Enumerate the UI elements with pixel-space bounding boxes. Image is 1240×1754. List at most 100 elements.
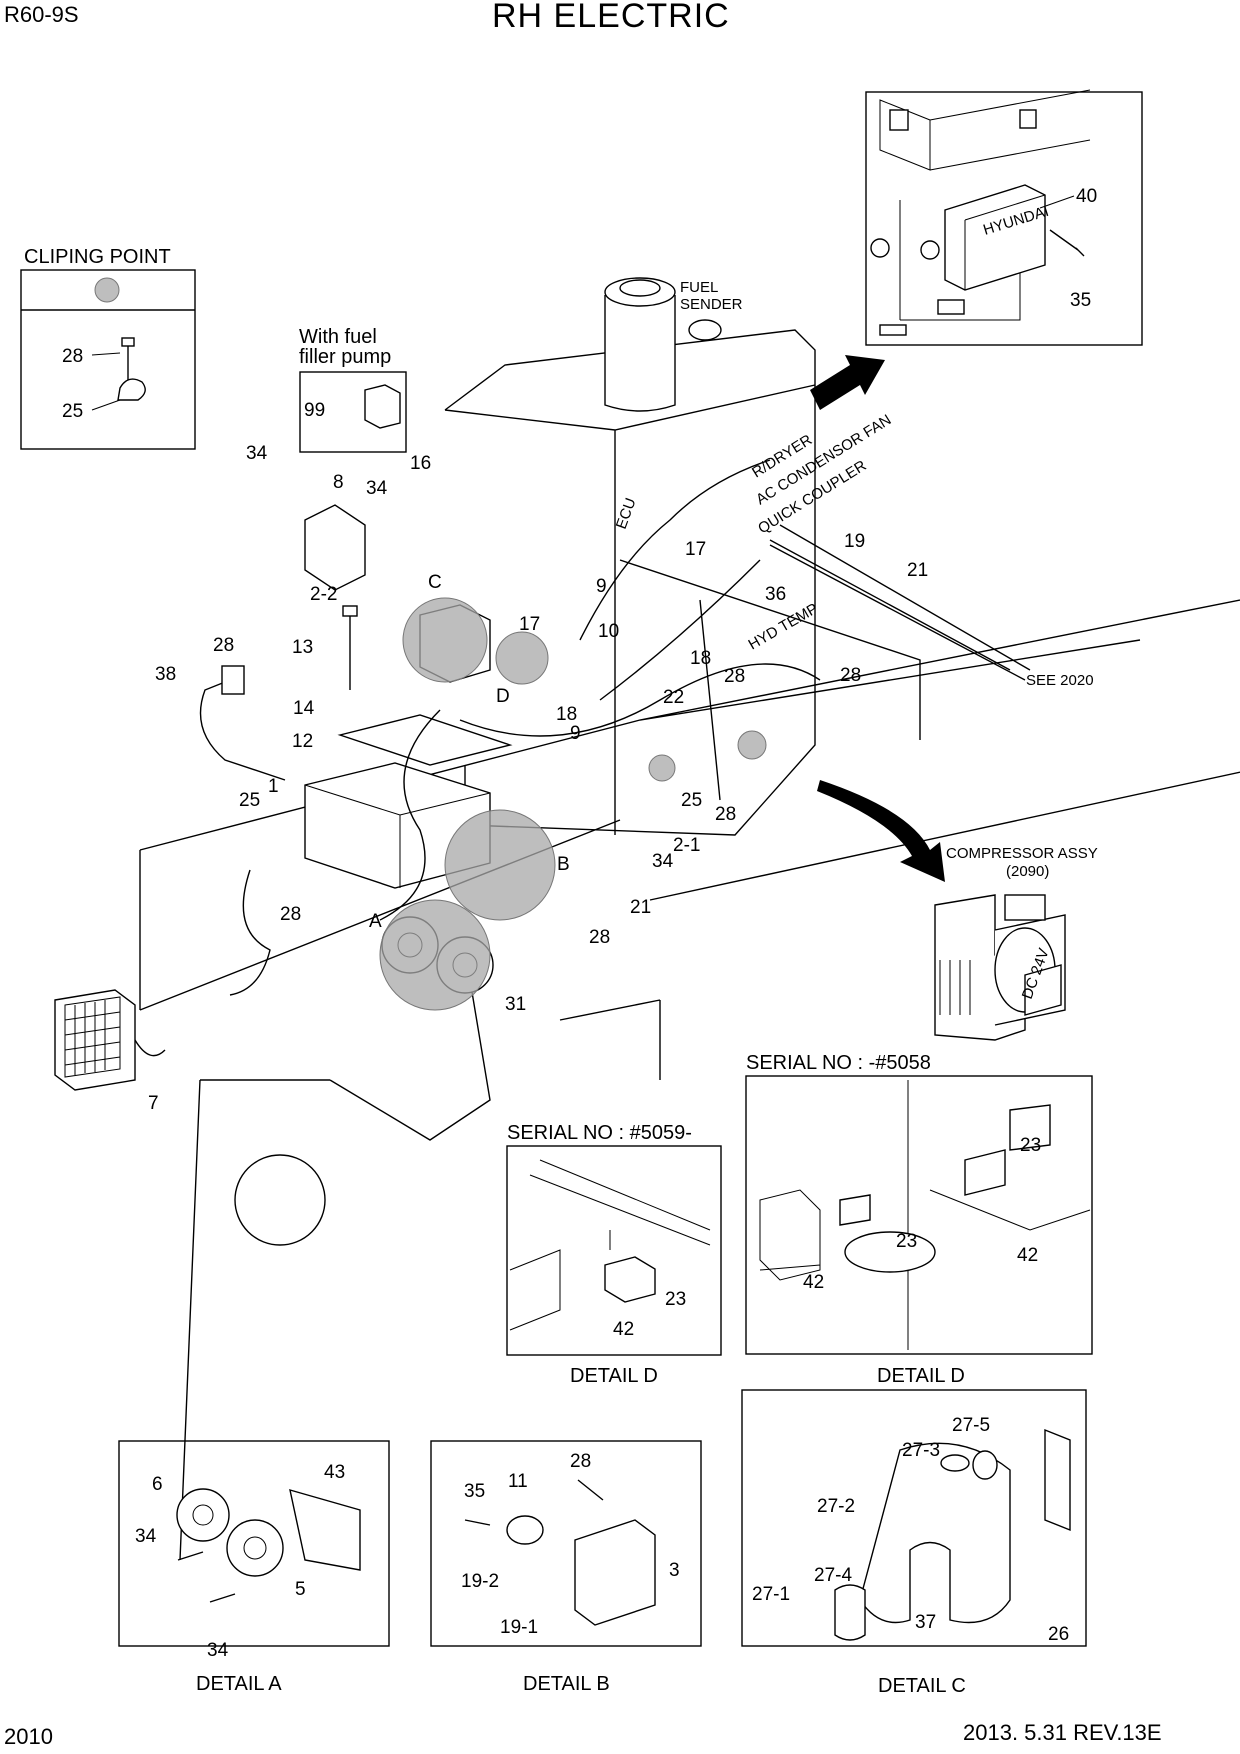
harness-38 [199, 679, 286, 781]
wire-harness [229, 459, 1011, 996]
legend-callout-25: 25 [62, 401, 83, 422]
clip-marker-a [379, 899, 491, 1011]
callout: 28 [280, 904, 301, 925]
callout: 99 [304, 400, 325, 421]
ecu-inset: HYUNDAI 40 35 [865, 89, 1143, 346]
callout: 3 [669, 1560, 680, 1581]
callout: 36 [765, 584, 786, 605]
callout: 12 [292, 731, 313, 752]
callout: 42 [803, 1272, 824, 1293]
callout: 38 [155, 664, 176, 685]
clip-point-icon [94, 277, 120, 303]
clip-marker-2 [737, 730, 767, 760]
marker-d: D [496, 686, 510, 707]
detail-d-serial-5059: SERIAL NO : #5059- 23 42 DETAIL D [506, 1122, 722, 1387]
callout: 17 [519, 614, 540, 635]
callout: 34 [366, 478, 388, 499]
model-label: R60-9S [4, 2, 79, 27]
hyd-temp-label: HYD TEMP [746, 600, 821, 653]
filler-pump-label-1: With fuel [299, 326, 377, 348]
callout: 28 [840, 665, 861, 686]
callout: 6 [152, 1474, 163, 1495]
callout: 7 [148, 1093, 159, 1114]
detail-d-caption-1: DETAIL D [877, 1365, 965, 1387]
filler-pump [364, 384, 401, 429]
inset-callout-35: 35 [1070, 290, 1091, 311]
callout: 28 [724, 666, 745, 687]
callout: 28 [213, 635, 234, 656]
filler-pump-label-2: filler pump [299, 346, 391, 368]
callout: 18 [556, 704, 577, 725]
fuel-sender-unit [688, 319, 722, 341]
marker-c: C [428, 572, 442, 593]
callout: 11 [508, 1471, 528, 1492]
callout: 13 [292, 637, 313, 658]
bracket-8 [304, 504, 366, 591]
upper-frame [139, 599, 1240, 1011]
callout: 18 [690, 648, 711, 669]
callout: 23 [1020, 1135, 1041, 1156]
callout: 21 [907, 560, 928, 581]
callout: 23 [896, 1231, 917, 1252]
callout: 5 [295, 1579, 306, 1600]
callout: 16 [410, 453, 431, 474]
callout: 28 [570, 1451, 591, 1472]
ecu-module: HYUNDAI [944, 184, 1051, 291]
see-2020-label: SEE 2020 [1026, 672, 1094, 689]
callout: 34 [652, 851, 674, 872]
detail-b-caption: DETAIL B [523, 1673, 610, 1695]
arrow-to-compressor [817, 780, 945, 882]
clipping-point-legend: CLIPING POINT 28 25 [20, 246, 196, 450]
callout: 28 [589, 927, 610, 948]
callout: 23 [665, 1289, 686, 1310]
callout: 22 [663, 687, 684, 708]
detail-c-caption: DETAIL C [878, 1675, 966, 1697]
callout: 34 [135, 1526, 157, 1547]
callout: 31 [505, 994, 526, 1015]
inset-callout-40: 40 [1076, 186, 1097, 207]
page-number: 2010 [4, 1724, 53, 1749]
callout: 42 [1017, 1245, 1038, 1266]
callout: 19-1 [500, 1617, 538, 1638]
callout: 27-1 [752, 1584, 790, 1605]
detail-a: 6 43 34 5 34 DETAIL A [118, 1440, 390, 1695]
compressor-assy: DC 24V [934, 894, 1066, 1041]
filler-pump-box [299, 371, 407, 453]
revision-label: 2013. 5.31 REV.13E [963, 1720, 1162, 1745]
compressor-label-2: (2090) [1006, 863, 1049, 880]
clip-markers [379, 597, 767, 1011]
callout: 26 [1048, 1624, 1069, 1645]
callout: 34 [246, 443, 268, 464]
fuel-sender-label-2: SENDER [680, 296, 743, 313]
boom-bracket [179, 979, 491, 1561]
detail-d-caption-2: DETAIL D [570, 1365, 658, 1387]
callout: 19 [844, 531, 865, 552]
page-title: RH ELECTRIC [492, 0, 730, 35]
callout: 9 [570, 723, 581, 744]
clip-marker-3 [648, 754, 676, 782]
fuel-cap [604, 295, 676, 412]
callout: 25 [681, 790, 702, 811]
callout: 8 [333, 472, 344, 493]
arrow-to-2020 [810, 355, 885, 410]
legend-title: CLIPING POINT [24, 246, 171, 268]
callout: 1 [268, 776, 279, 797]
marker-b: B [557, 854, 570, 875]
marker-a: A [369, 911, 382, 932]
callout: 34 [207, 1640, 229, 1661]
compressor-label-1: COMPRESSOR ASSY [946, 845, 1098, 862]
callout: 43 [324, 1462, 345, 1483]
battery-bracket [337, 714, 513, 766]
callout: 2-2 [310, 584, 337, 605]
callout: 25 [239, 790, 260, 811]
detail-c: 27-3 27-5 27-2 27-4 27-1 37 26 DETAIL C [741, 1389, 1087, 1697]
clip-marker-1 [495, 631, 549, 685]
fuel-sender-label-1: FUEL [680, 279, 718, 296]
detail-b: 28 35 11 3 19-2 19-1 DETAIL B [430, 1440, 702, 1695]
clip-marker-c [402, 597, 488, 683]
callout: 27-5 [952, 1415, 990, 1436]
detail-a-caption: DETAIL A [196, 1673, 282, 1695]
callout: 2-1 [673, 835, 700, 856]
callout: 27-3 [902, 1440, 940, 1461]
callout: 10 [598, 621, 619, 642]
